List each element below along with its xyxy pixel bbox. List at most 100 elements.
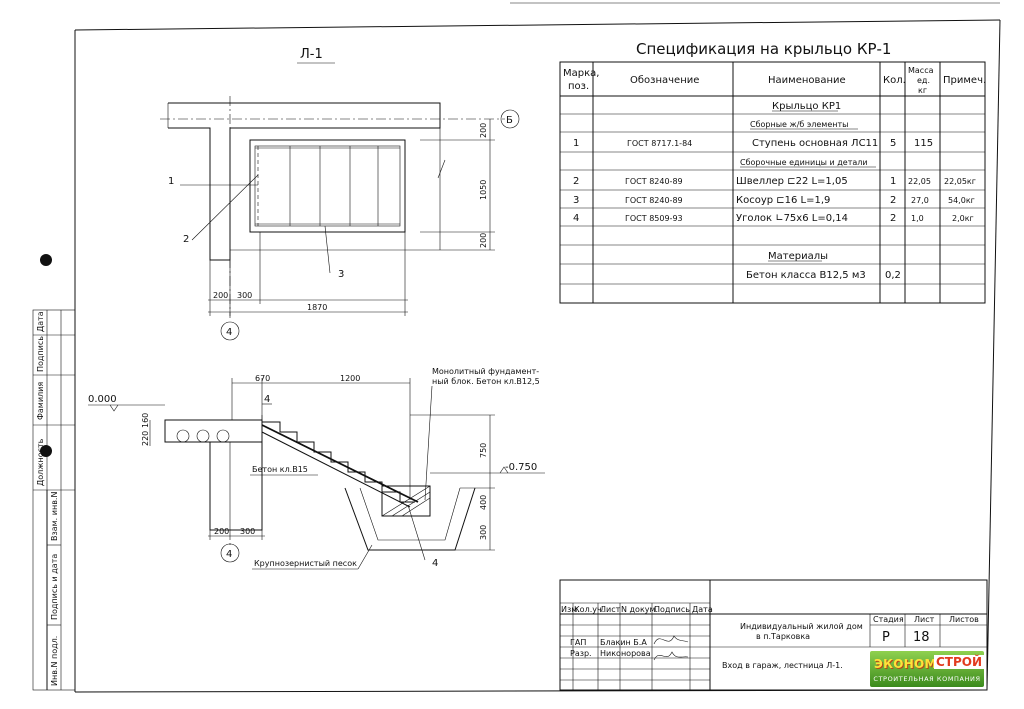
spec-header-mark-1: Марка,: [563, 68, 599, 79]
plan-dim-300: 300: [237, 291, 252, 300]
section-dim-750: 750: [479, 443, 488, 458]
tb-col-sign: Подпись: [654, 605, 690, 614]
spec-row-name: Косоур ⊏16 L=1,9: [736, 195, 830, 206]
spec-row-qty: 1: [890, 176, 896, 187]
section-dim-300-h: 300: [240, 527, 255, 536]
spec-row-mark: 4: [573, 213, 579, 224]
spec-row-mass: 115: [914, 138, 933, 149]
tb-razr-role: Разр.: [570, 649, 592, 658]
tb-stage-label: Стадия: [873, 615, 904, 624]
plan-dim-200-top: 200: [479, 123, 488, 138]
tb-stage: Р: [882, 630, 890, 645]
spec-title: Спецификация на крыльцо КР-1: [636, 40, 891, 58]
spec-row-name: Сборные ж/б элементы: [750, 120, 848, 129]
section-level-minus: -0.750: [505, 462, 537, 473]
side-stamp: Дата Подпись Фамилия Должность Взам. инв…: [32, 309, 76, 691]
section-view: 0.000 220 160: [88, 367, 545, 570]
logo-word1: ЭКОНОМ: [874, 657, 937, 671]
plan-dim-200-bottom: 200: [479, 233, 488, 248]
section-axis-4: 4: [226, 549, 232, 560]
plan-title: Л-1: [300, 47, 323, 62]
binding-hole: [40, 254, 52, 266]
spec-row-qty: 0,2: [885, 270, 901, 281]
spec-row-qty: 5: [890, 138, 896, 149]
tb-sheet: 18: [913, 630, 930, 645]
section-dim-1200: 1200: [340, 374, 360, 383]
stamp-signature: Подпись: [36, 336, 45, 372]
plan-callout-3: 3: [338, 269, 344, 280]
section-note-concrete: Бетон кл.В15: [252, 465, 308, 474]
tb-project-line2: в п.Тарковка: [756, 632, 810, 641]
stamp-inv-orig: Инв.N подл.: [50, 636, 59, 686]
tb-sheet-name: Вход в гараж, лестница Л-1.: [722, 661, 843, 670]
spec-header-note: Примеч.: [943, 75, 986, 86]
logo-word2: СТРОЙ: [934, 655, 985, 669]
spec-row-name: Сборочные единицы и детали: [740, 158, 868, 167]
spec-header-designation: Обозначение: [630, 75, 699, 86]
section-note-foundation-1: Монолитный фундамент-: [432, 367, 539, 376]
spec-table: Спецификация на крыльцо КР-1 Марка, поз.: [559, 40, 986, 304]
section-dim-670: 670: [255, 374, 270, 383]
plan-view: Л-1 Б 4: [160, 47, 520, 341]
tb-col-date: Дата: [692, 605, 713, 614]
section-note-foundation-2: ный блок. Бетон кл.В12,5: [432, 377, 540, 386]
tb-gap-role: ГАП: [570, 638, 586, 647]
spec-row-qty: 2: [890, 195, 896, 206]
section-dim-200-h: 200: [214, 527, 229, 536]
tb-col-izm: Изм.: [561, 605, 580, 614]
plan-callout-2: 2: [183, 234, 189, 245]
tb-project-line1: Индивидуальный жилой дом: [740, 622, 863, 631]
spec-row-name: Крыльцо КР1: [772, 101, 841, 112]
section-callout-4-bottom: 4: [432, 558, 438, 569]
spec-header-mark-2: поз.: [568, 81, 589, 92]
spec-row-note: 54,0кг: [948, 196, 975, 205]
tb-sheets-label: Листов: [949, 615, 979, 624]
spec-row-designation: ГОСТ 8509-93: [625, 214, 683, 223]
spec-row-designation: ГОСТ 8717.1-84: [627, 139, 692, 148]
spec-row-name: Уголок ∟75х6 L=0,14: [736, 213, 848, 224]
spec-row-name: Бетон класса В12,5 м3: [746, 270, 866, 281]
plan-dim-1870: 1870: [307, 303, 327, 312]
tb-col-ndoc: N докум.: [621, 605, 658, 614]
stamp-surname: Фамилия: [36, 382, 45, 420]
logo-subtitle: СТРОИТЕЛЬНАЯ КОМПАНИЯ: [873, 675, 981, 683]
stamp-position: Должность: [36, 438, 45, 486]
spec-header-mass-2: ед.: [917, 76, 930, 85]
tb-signature-razr: [653, 651, 689, 661]
section-dim-220: 220: [141, 431, 150, 446]
spec-header-mass-1: Масса: [908, 66, 934, 75]
company-logo: ЭКОНОМ СТРОЙ СТРОИТЕЛЬНАЯ КОМПАНИЯ: [870, 651, 985, 687]
spec-row-designation: ГОСТ 8240-89: [625, 177, 683, 186]
tb-signature-gap: [653, 635, 689, 645]
section-dim-160: 160: [141, 413, 150, 428]
plan-axis-4: 4: [226, 327, 232, 338]
spec-row-name: Ступень основная ЛС11: [752, 138, 878, 149]
spec-row-mark: 1: [573, 138, 579, 149]
spec-header-mass-3: кг: [918, 86, 927, 95]
spec-row-note: 2,0кг: [952, 214, 974, 223]
spec-header-name: Наименование: [768, 75, 846, 86]
binding-hole: [40, 445, 52, 457]
spec-row-note: 22,05кг: [944, 177, 976, 186]
tb-razr-name: Никонорова: [600, 649, 651, 658]
section-note-sand: Крупнозернистый песок: [254, 559, 357, 568]
section-level-0: 0.000: [88, 394, 117, 405]
spec-row-mass: 27,0: [911, 196, 929, 205]
sheet-frame: [74, 2, 1001, 693]
spec-row-qty: 2: [890, 213, 896, 224]
spec-row-mark: 2: [573, 176, 579, 187]
section-callout-4-top: 4: [264, 394, 270, 405]
tb-sheet-label: Лист: [914, 615, 935, 624]
plan-axis-b: Б: [506, 115, 513, 126]
section-dim-400: 400: [479, 495, 488, 510]
stamp-sign-date: Подпись и дата: [50, 554, 59, 620]
plan-callout-1: 1: [168, 176, 174, 187]
title-block: Изм. Кол.уч. Лист N докум. Подпись Дата …: [559, 579, 988, 691]
spec-row-mark: 3: [573, 195, 579, 206]
spec-row-name: Швеллер ⊏22 L=1,05: [736, 176, 848, 187]
tb-col-list: Лист: [600, 605, 621, 614]
plan-dim-1050: 1050: [479, 180, 488, 200]
stamp-replaced-inv: Взам. инв.N: [50, 492, 59, 541]
